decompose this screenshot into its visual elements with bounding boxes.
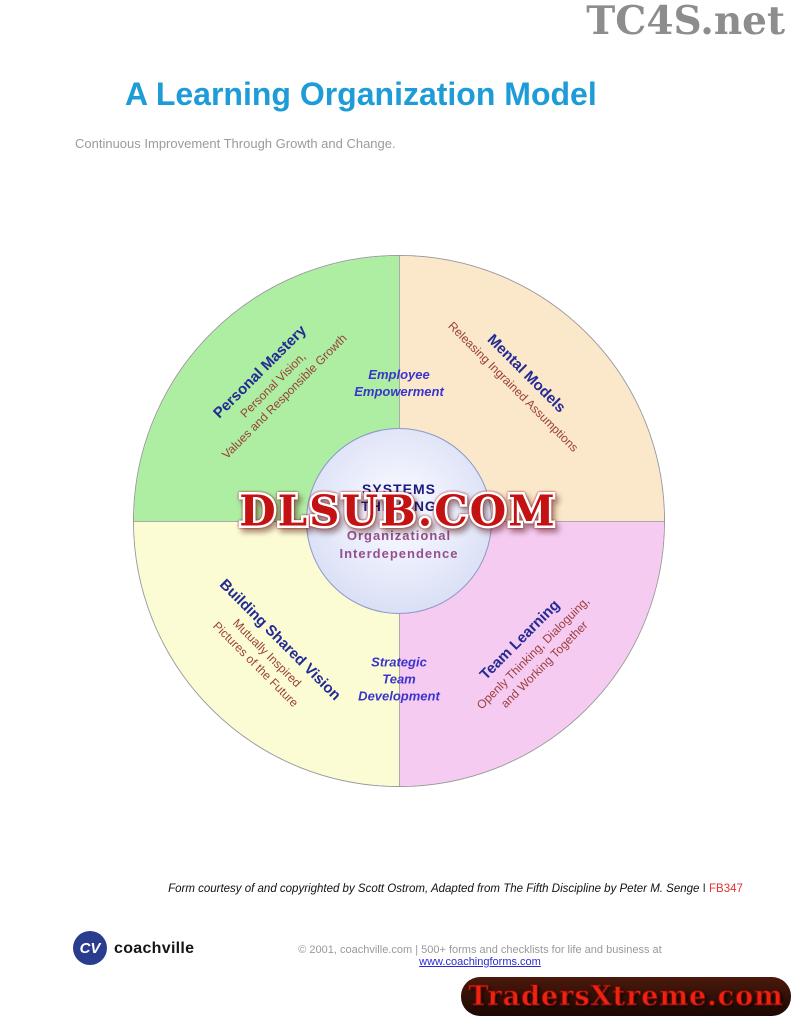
center-line: Organizational (346, 528, 452, 543)
center-line: THINKING (361, 498, 437, 514)
credit-text: Form courtesy of and copyrighted by Scot… (168, 883, 700, 895)
learning-organization-diagram: Personal Mastery Personal Vision, Values… (133, 255, 665, 787)
page-subtitle: Continuous Improvement Through Growth an… (75, 136, 396, 151)
watermark-tradersxtreme: TradersXtreme.com (468, 981, 784, 1013)
connector-line: Empowerment (354, 384, 444, 399)
watermark-tradersxtreme-bar: TradersXtreme.com (461, 977, 791, 1016)
watermark-dlsub: DLSUB.COM (237, 484, 558, 538)
center-line: SYSTEMS (362, 481, 436, 497)
coachville-logo-icon: CV (73, 931, 107, 965)
connector-strategic-team-development: Strategic Team Development (358, 655, 440, 706)
copyright-text: © 2001, coachville.com | 500+ forms and … (298, 944, 662, 956)
coachingforms-link[interactable]: www.coachingforms.com (419, 956, 541, 968)
logo-initials: CV (79, 939, 101, 957)
credit-separator: I (702, 883, 706, 895)
connector-line: Strategic (371, 654, 427, 670)
watermark-tc4s: TC4S.net (586, 0, 785, 44)
page-title: A Learning Organization Model (125, 76, 597, 112)
center-line: Interdependence (339, 546, 459, 561)
connector-line: Development (358, 688, 440, 704)
coachville-wordmark: coachville (114, 940, 195, 957)
connector-line: Team (382, 671, 416, 687)
connector-line: Employee (368, 367, 430, 383)
center-circle-systems-thinking: SYSTEMS THINKING Organizational Interdep… (306, 428, 492, 614)
form-credit: Form courtesy of and copyrighted by Scot… (130, 883, 781, 895)
connector-employee-empowerment: Employee Empowerment (354, 367, 444, 401)
copyright-line: © 2001, coachville.com | 500+ forms and … (240, 944, 720, 968)
form-code: FB347 (709, 883, 743, 895)
